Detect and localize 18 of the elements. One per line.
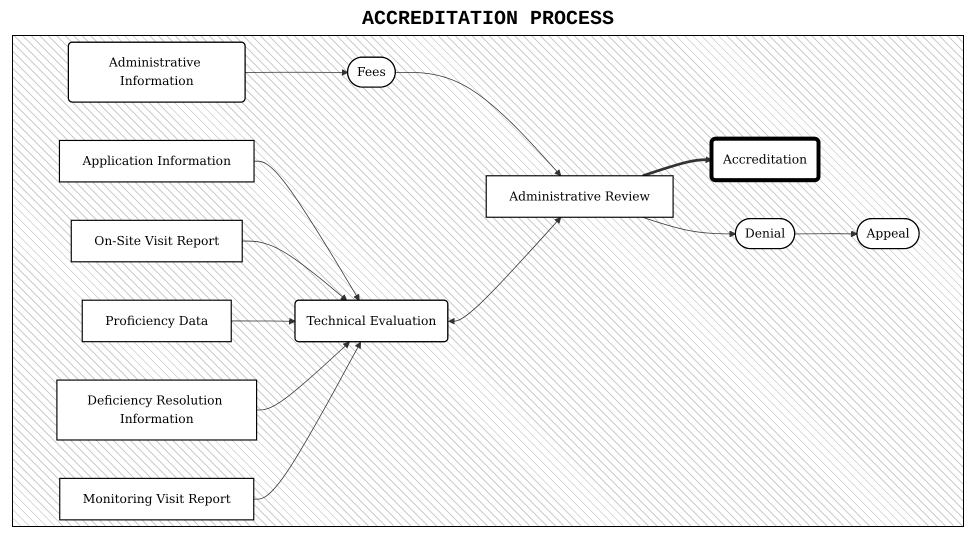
arrow (448, 216, 562, 325)
arrow (242, 240, 348, 301)
arrow (253, 342, 361, 500)
arrow (256, 342, 350, 410)
arrow (254, 160, 360, 301)
diagram-title: ACCREDITATION PROCESS (360, 8, 616, 31)
node-box: Administrative Review (486, 175, 674, 218)
node-box: On-Site Visit Report (70, 220, 243, 262)
node-box: Proficiency Data (82, 300, 232, 342)
arrow (395, 72, 562, 176)
node-box: Deficiency Resolution Information (56, 380, 258, 441)
node-box: Application Information (58, 140, 255, 182)
node-box: Monitoring Visit Report (59, 478, 254, 520)
arrow (230, 318, 296, 325)
arrow (642, 156, 712, 178)
arrow (794, 230, 858, 238)
arrow (642, 216, 736, 238)
arrow (245, 69, 348, 76)
